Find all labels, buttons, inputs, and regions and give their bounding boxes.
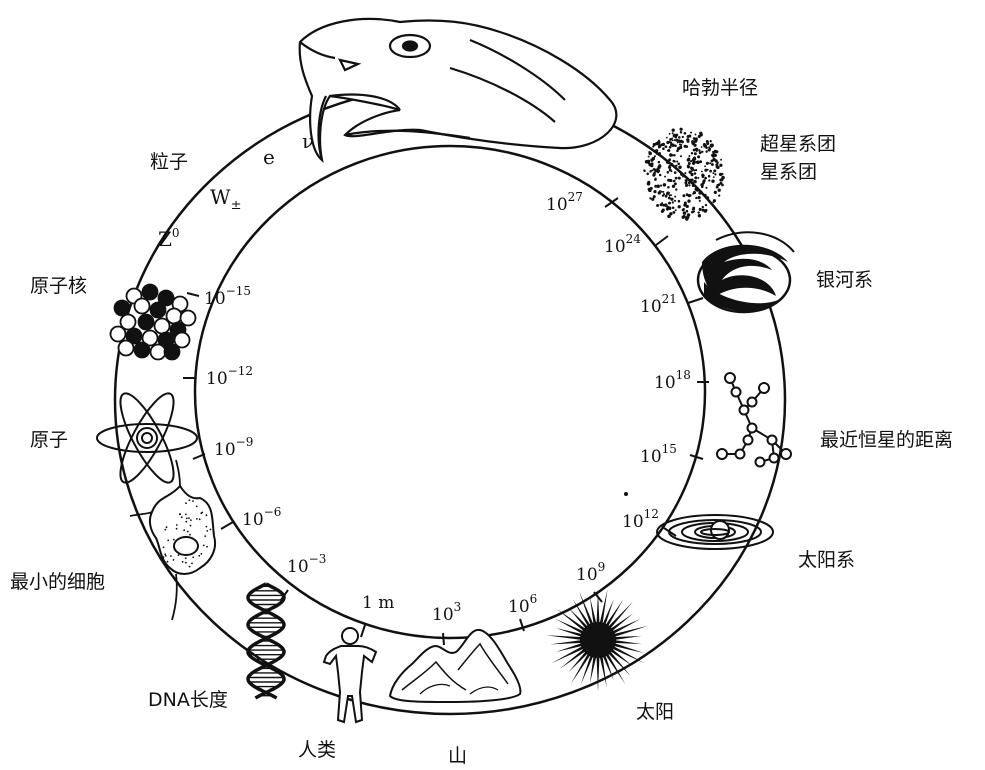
- tick-label-15: 1015: [640, 442, 677, 467]
- label-mountain: 山: [448, 745, 467, 767]
- label-nucleus: 原子核: [30, 275, 87, 297]
- solar-system-icon: [657, 515, 773, 549]
- tick-label-27: 1027: [546, 190, 583, 215]
- tick-marks: [183, 198, 709, 645]
- galaxy-icon: [698, 232, 794, 312]
- label-atom: 原子: [30, 429, 68, 451]
- tick-label-0: 1 m: [362, 593, 394, 613]
- tick-label-m9: 10−9: [214, 435, 253, 460]
- tick-label-6: 106: [508, 592, 537, 617]
- label-hubble-radius: 哈勃半径: [682, 77, 758, 99]
- tick-label-m6: 10−6: [242, 505, 281, 530]
- tick-label-m15: 10−15: [204, 284, 251, 309]
- neutrino-symbol: ν: [302, 129, 314, 153]
- electron-symbol: e: [263, 145, 275, 169]
- tick-labels: 1027 1024 1021 1018 1015 1012 109 106 10…: [204, 190, 691, 625]
- human-icon: [324, 628, 376, 722]
- snake-head-icon: [300, 19, 617, 160]
- mountain-icon: [390, 630, 520, 702]
- nucleus-icon: [111, 285, 196, 360]
- z-boson-symbol: Z0: [158, 226, 180, 251]
- tick-label-m3: 10−3: [287, 552, 326, 577]
- label-human: 人类: [298, 739, 336, 761]
- label-dna: DNA长度: [148, 689, 228, 711]
- cell-icon: [130, 460, 215, 620]
- tick-label-18: 1018: [654, 368, 691, 393]
- label-sun: 太阳: [636, 701, 674, 723]
- tick-label-3: 103: [432, 600, 461, 625]
- particle-symbols: e ν W± Z0: [158, 129, 314, 251]
- label-galaxy: 银河系: [816, 269, 873, 291]
- dna-icon: [248, 584, 284, 698]
- label-nearest-star: 最近恒星的距离: [820, 429, 953, 451]
- label-cluster: 星系团: [760, 161, 817, 183]
- w-boson-symbol: W±: [210, 185, 241, 213]
- tick-label-12: 1012: [622, 507, 659, 532]
- label-supercluster: 超星系团: [760, 133, 836, 155]
- tick-label-9: 109: [576, 560, 605, 585]
- label-particles: 粒子: [150, 151, 188, 173]
- star-dot: [624, 492, 628, 496]
- atom-icon: [97, 387, 197, 488]
- sun-icon: [546, 589, 648, 692]
- tick-label-21: 1021: [640, 292, 677, 317]
- tick-label-24: 1024: [604, 232, 641, 257]
- tick-label-m12: 10−12: [206, 364, 253, 389]
- label-solar-system: 太阳系: [798, 549, 855, 571]
- label-smallest-cell: 最小的细胞: [10, 571, 105, 593]
